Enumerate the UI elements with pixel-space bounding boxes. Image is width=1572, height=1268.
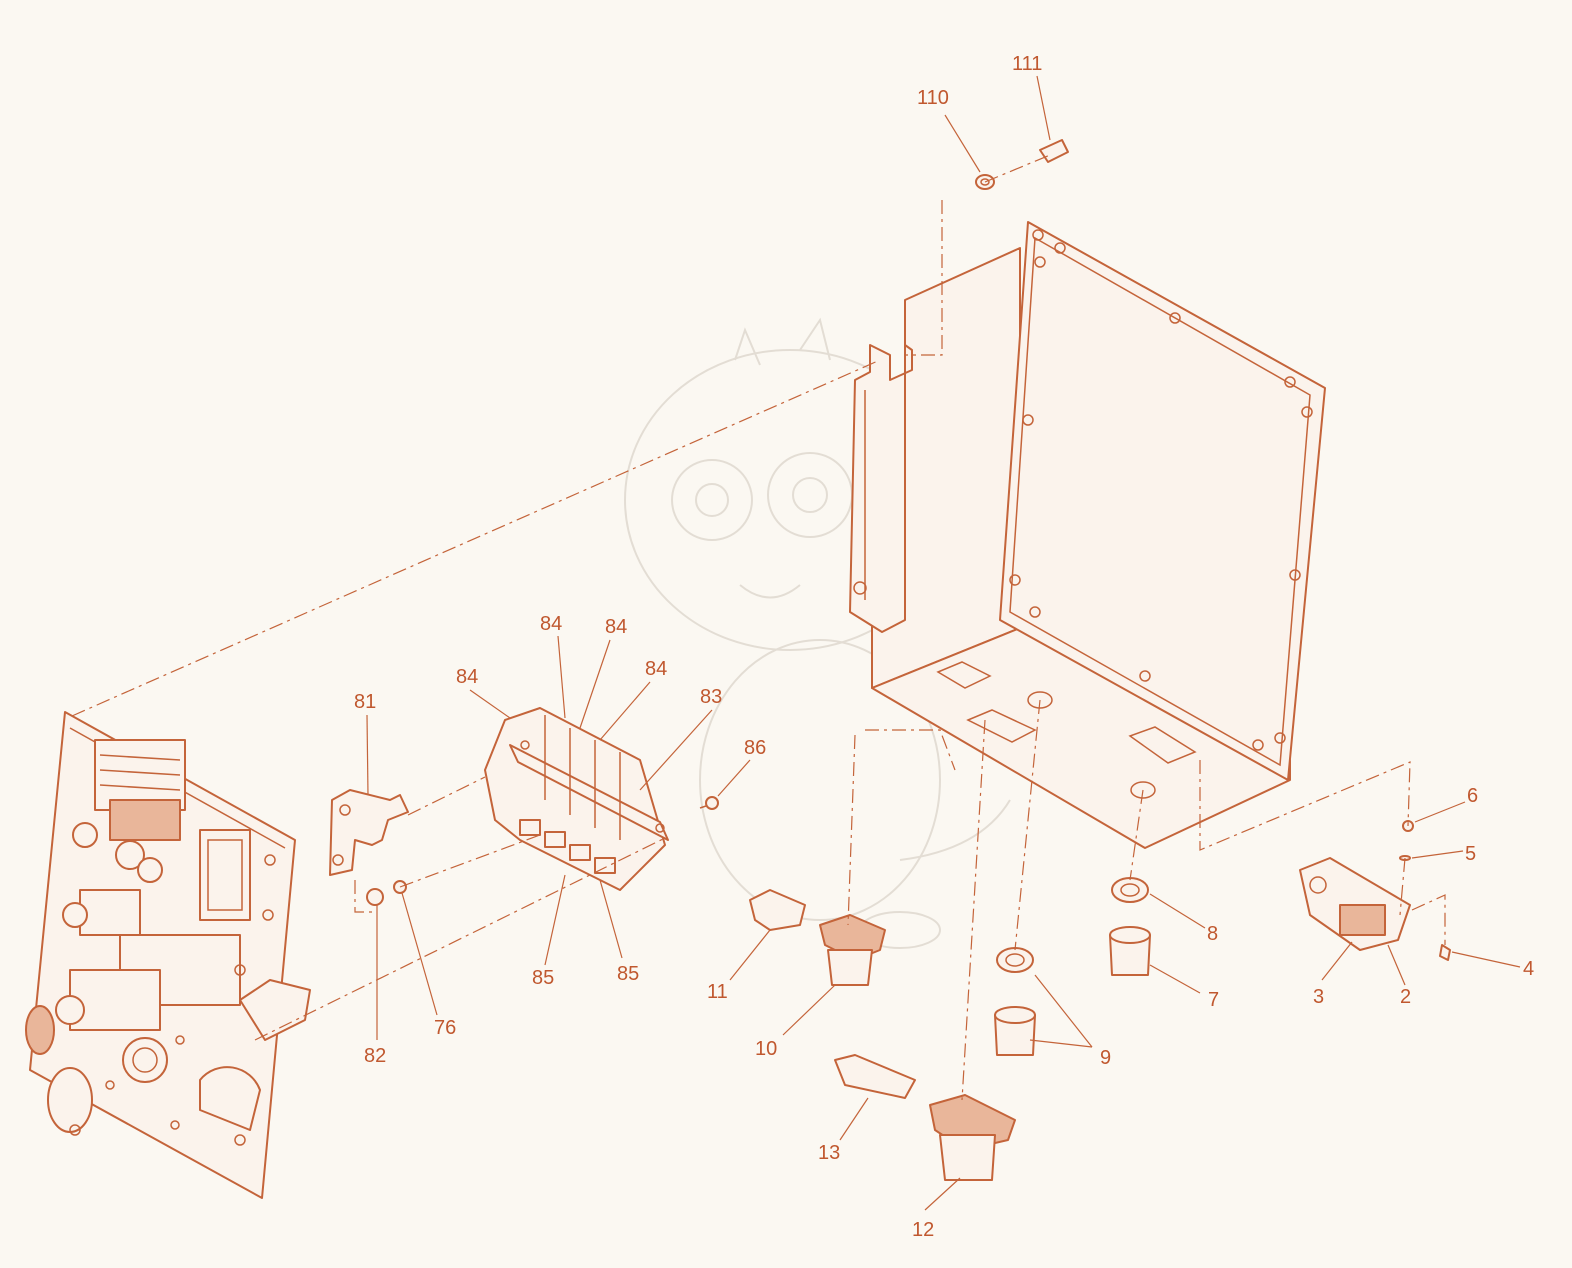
assembly-lines <box>71 154 1446 1101</box>
callout-11: 11 <box>707 981 728 1003</box>
callout-4: 4 <box>1523 958 1534 980</box>
leader-lines <box>366 75 1521 1211</box>
callout-111: 111 <box>1012 53 1042 75</box>
callout-3: 3 <box>1313 986 1324 1008</box>
callout-7: 7 <box>1208 989 1219 1011</box>
callout-86: 86 <box>744 737 766 759</box>
enclosure-box <box>871 221 1326 849</box>
callout-110: 110 <box>917 87 949 109</box>
callout-12: 12 <box>912 1219 934 1241</box>
terminal-block-assembly <box>484 707 669 891</box>
callout-13: 13 <box>818 1142 840 1164</box>
callout-83: 83 <box>700 686 722 708</box>
callout-76: 76 <box>434 1017 456 1039</box>
callout-84d: 84 <box>456 666 478 688</box>
plug-housings <box>749 889 1016 1181</box>
callout-81: 81 <box>354 691 376 713</box>
callout-85a: 85 <box>532 967 554 989</box>
callout-9: 9 <box>1100 1047 1111 1069</box>
mounting-plate <box>25 711 311 1199</box>
callout-labels: 111 110 84 84 84 84 81 83 86 6 5 8 4 7 3… <box>354 53 1534 1241</box>
connector-housing-2-3 <box>1299 820 1451 961</box>
callout-5: 5 <box>1465 843 1476 865</box>
callout-85b: 85 <box>617 963 639 985</box>
bracket-81 <box>329 789 409 876</box>
callout-84c: 84 <box>645 658 667 680</box>
callout-84b: 84 <box>605 616 627 638</box>
callout-84a: 84 <box>540 613 562 635</box>
callout-6: 6 <box>1467 785 1478 807</box>
box-side-bracket <box>849 344 913 633</box>
callout-82: 82 <box>364 1045 386 1067</box>
screw-111-washer-110 <box>975 139 1069 190</box>
washer-82-nut-76 <box>366 880 407 906</box>
cable-glands <box>994 877 1151 1056</box>
callout-10: 10 <box>755 1038 777 1060</box>
callout-2: 2 <box>1400 986 1411 1008</box>
screw-86 <box>699 796 719 810</box>
callout-8: 8 <box>1207 923 1218 945</box>
